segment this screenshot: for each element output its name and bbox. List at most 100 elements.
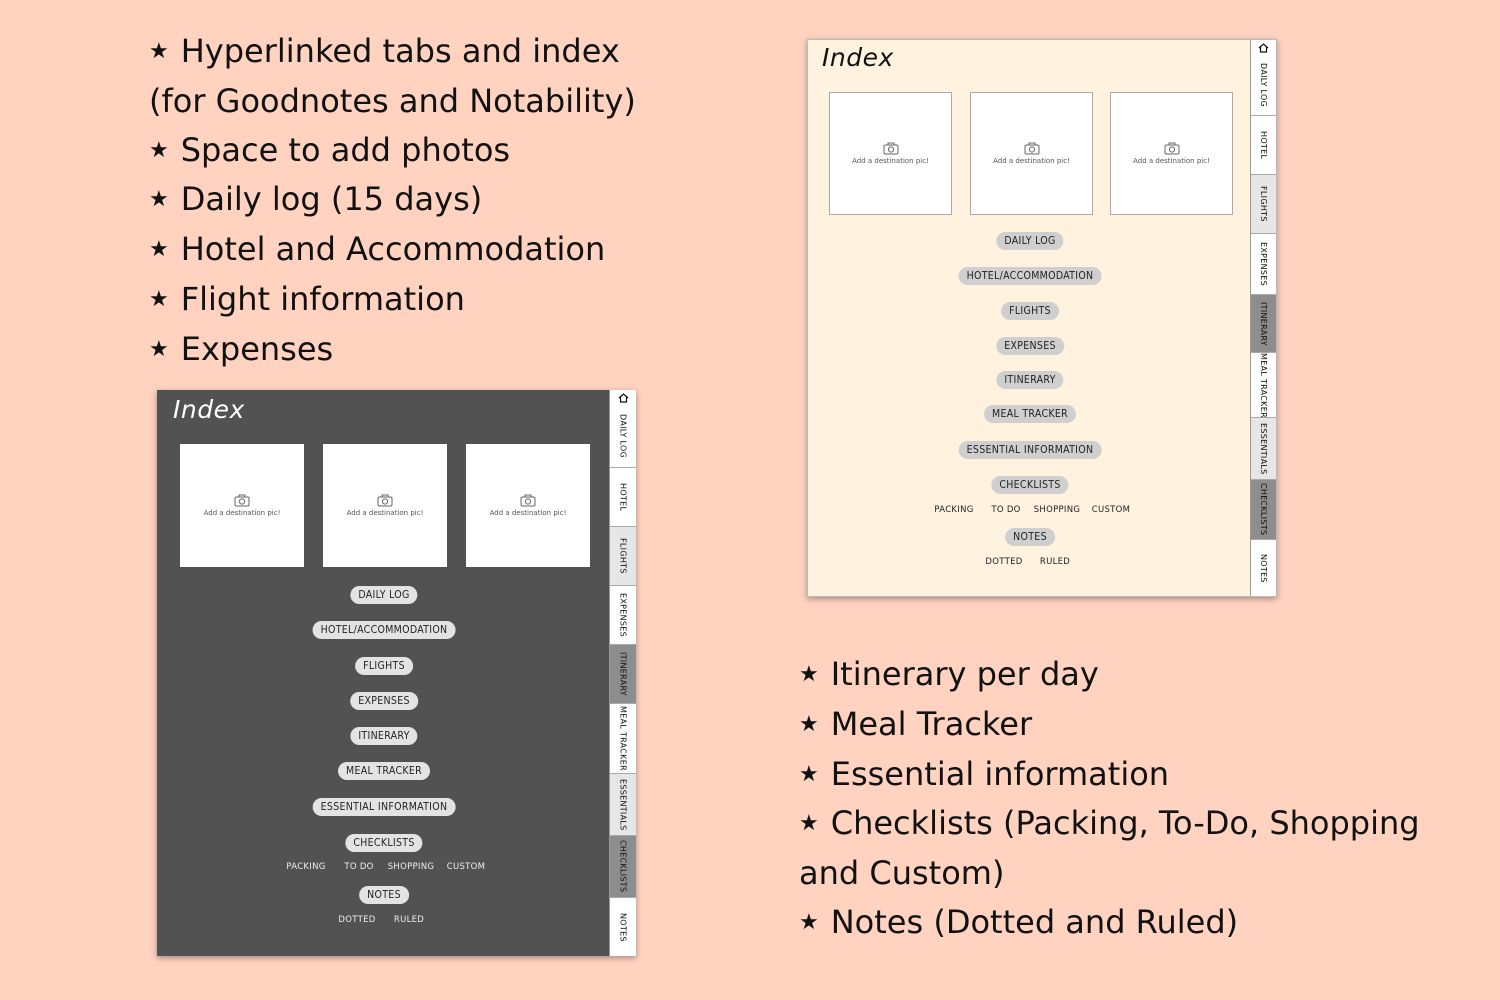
tab-essentials[interactable]: ESSENTIALS bbox=[1251, 418, 1276, 480]
link-expenses[interactable]: EXPENSES bbox=[996, 337, 1064, 355]
index-page-dark: Index Add a destination pic! Add a desti… bbox=[157, 390, 636, 956]
tab-meal-tracker[interactable]: MEAL TRACKER bbox=[1251, 353, 1276, 418]
star-icon: ★ bbox=[149, 336, 169, 362]
feature-item: ★Flight information bbox=[149, 275, 749, 325]
tab-strip: DAILY LOG HOTEL FLIGHTS EXPENSES ITINERA… bbox=[609, 390, 636, 956]
link-essential-information[interactable]: ESSENTIAL INFORMATION bbox=[312, 798, 456, 816]
link-daily-log[interactable]: DAILY LOG bbox=[996, 232, 1064, 250]
tab-meal-tracker[interactable]: MEAL TRACKER bbox=[610, 704, 636, 774]
camera-icon bbox=[1164, 142, 1179, 155]
star-icon: ★ bbox=[149, 39, 169, 64]
tab-daily-log[interactable]: DAILY LOG bbox=[610, 406, 636, 468]
photo-placeholder[interactable]: Add a destination pic! bbox=[1110, 92, 1233, 215]
tab-expenses[interactable]: EXPENSES bbox=[1251, 234, 1276, 295]
star-icon: ★ bbox=[149, 187, 169, 213]
tab-strip: DAILY LOG HOTEL FLIGHTS EXPENSES ITINERA… bbox=[1250, 40, 1276, 596]
star-icon: ★ bbox=[799, 711, 819, 737]
index-title: Index bbox=[822, 43, 894, 72]
tab-checklists[interactable]: CHECKLISTS bbox=[610, 836, 636, 898]
star-icon: ★ bbox=[799, 811, 819, 837]
link-itinerary[interactable]: ITINERARY bbox=[996, 371, 1064, 389]
feature-item: ★Daily log (15 days) bbox=[149, 175, 749, 225]
tab-expenses[interactable]: EXPENSES bbox=[610, 586, 636, 645]
link-packing[interactable]: PACKING bbox=[286, 862, 326, 872]
feature-item: ★Hyperlinked tabs and index bbox=[149, 27, 749, 77]
link-notes[interactable]: NOTES bbox=[1005, 528, 1055, 546]
camera-icon bbox=[883, 142, 898, 155]
feature-list-right: ★Itinerary per day ★Meal Tracker ★Essent… bbox=[799, 650, 1479, 948]
link-dotted[interactable]: DOTTED bbox=[985, 557, 1023, 567]
link-meal-tracker[interactable]: MEAL TRACKER bbox=[984, 405, 1076, 423]
home-icon[interactable] bbox=[1251, 40, 1276, 56]
photo-placeholder[interactable]: Add a destination pic! bbox=[323, 444, 447, 567]
link-ruled[interactable]: RULED bbox=[1039, 557, 1071, 567]
link-to-do[interactable]: TO DO bbox=[344, 862, 374, 872]
tab-itinerary[interactable]: ITINERARY bbox=[1251, 295, 1276, 353]
camera-icon bbox=[1024, 142, 1039, 155]
link-notes[interactable]: NOTES bbox=[359, 886, 409, 904]
tab-itinerary[interactable]: ITINERARY bbox=[610, 645, 636, 704]
index-title: Index bbox=[173, 395, 245, 424]
link-packing[interactable]: PACKING bbox=[934, 505, 974, 515]
link-meal-tracker[interactable]: MEAL TRACKER bbox=[338, 762, 430, 780]
star-icon: ★ bbox=[799, 761, 819, 787]
tab-notes[interactable]: NOTES bbox=[618, 912, 628, 942]
photo-caption: Add a destination pic! bbox=[489, 509, 567, 517]
link-checklists[interactable]: CHECKLISTS bbox=[345, 834, 423, 852]
feature-item: and Custom) bbox=[799, 854, 1005, 893]
link-shopping[interactable]: SHOPPING bbox=[1033, 505, 1081, 515]
camera-icon bbox=[520, 494, 536, 507]
tab-checklists[interactable]: CHECKLISTS bbox=[1251, 480, 1276, 540]
link-checklists[interactable]: CHECKLISTS bbox=[991, 476, 1069, 494]
photo-placeholder[interactable]: Add a destination pic! bbox=[466, 444, 590, 567]
camera-icon bbox=[377, 494, 393, 507]
link-to-do[interactable]: TO DO bbox=[991, 505, 1021, 515]
link-daily-log[interactable]: DAILY LOG bbox=[350, 586, 418, 604]
link-hotel[interactable]: HOTEL/ACCOMMODATION bbox=[958, 267, 1102, 285]
link-ruled[interactable]: RULED bbox=[393, 915, 425, 925]
photo-placeholder[interactable]: Add a destination pic! bbox=[180, 444, 304, 567]
photo-caption: Add a destination pic! bbox=[203, 509, 281, 517]
feature-item: ★Space to add photos bbox=[149, 126, 749, 176]
photo-placeholder[interactable]: Add a destination pic! bbox=[829, 92, 952, 215]
photo-placeholder[interactable]: Add a destination pic! bbox=[970, 92, 1093, 215]
photo-caption: Add a destination pic! bbox=[852, 157, 929, 165]
link-flights[interactable]: FLIGHTS bbox=[1001, 302, 1059, 320]
feature-item: ★Notes (Dotted and Ruled) bbox=[799, 898, 1479, 948]
feature-item: ★Meal Tracker bbox=[799, 700, 1479, 750]
link-expenses[interactable]: EXPENSES bbox=[350, 692, 418, 710]
tab-essentials[interactable]: ESSENTIALS bbox=[610, 774, 636, 836]
link-dotted[interactable]: DOTTED bbox=[338, 915, 376, 925]
star-icon: ★ bbox=[799, 662, 819, 687]
feature-item: (for Goodnotes and Notability) bbox=[149, 81, 636, 120]
link-shopping[interactable]: SHOPPING bbox=[387, 862, 435, 872]
feature-item: ★Itinerary per day bbox=[799, 650, 1479, 700]
feature-item: ★Essential information bbox=[799, 750, 1479, 800]
camera-icon bbox=[234, 494, 250, 507]
tab-flights[interactable]: FLIGHTS bbox=[610, 527, 636, 586]
tab-hotel[interactable]: HOTEL bbox=[610, 468, 636, 527]
link-essential-information[interactable]: ESSENTIAL INFORMATION bbox=[958, 441, 1102, 459]
home-icon[interactable] bbox=[610, 390, 636, 406]
star-icon: ★ bbox=[149, 286, 169, 312]
link-custom[interactable]: CUSTOM bbox=[1091, 505, 1131, 515]
tab-flights[interactable]: FLIGHTS bbox=[1251, 175, 1276, 234]
feature-item: ★Expenses bbox=[149, 325, 749, 375]
photo-caption: Add a destination pic! bbox=[346, 509, 424, 517]
star-icon: ★ bbox=[799, 909, 819, 935]
feature-item: ★Checklists (Packing, To-Do, Shopping bbox=[799, 799, 1479, 849]
star-icon: ★ bbox=[149, 237, 169, 263]
tab-notes[interactable]: NOTES bbox=[1259, 553, 1268, 583]
link-hotel[interactable]: HOTEL/ACCOMMODATION bbox=[312, 621, 456, 639]
tab-daily-log[interactable]: DAILY LOG bbox=[1251, 56, 1276, 116]
feature-list-left: ★Hyperlinked tabs and index (for Goodnot… bbox=[149, 27, 749, 375]
index-page-light: Index Add a destination pic! Add a desti… bbox=[807, 39, 1277, 597]
link-custom[interactable]: CUSTOM bbox=[446, 862, 486, 872]
link-flights[interactable]: FLIGHTS bbox=[355, 657, 413, 675]
photo-caption: Add a destination pic! bbox=[993, 157, 1070, 165]
tab-hotel[interactable]: HOTEL bbox=[1251, 116, 1276, 175]
photo-caption: Add a destination pic! bbox=[1133, 157, 1210, 165]
feature-item: ★Hotel and Accommodation bbox=[149, 225, 749, 275]
star-icon: ★ bbox=[149, 137, 169, 163]
link-itinerary[interactable]: ITINERARY bbox=[350, 727, 418, 745]
